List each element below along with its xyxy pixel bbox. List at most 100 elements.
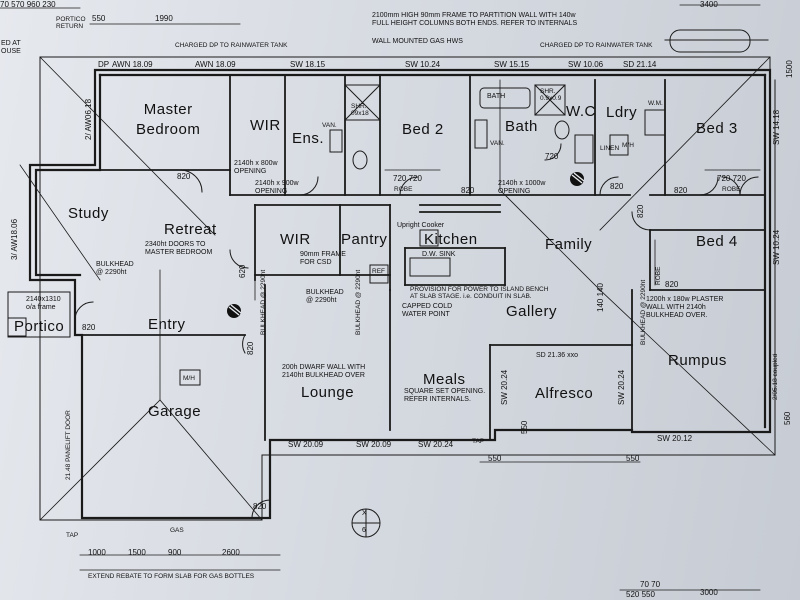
note-square-set: SQUARE SET OPENING. REFER INTERNALS. [404,388,486,403]
dim-720-bed3-robe: 720 720 [717,174,746,183]
section-x-label: X [362,510,367,517]
room-family: Family [545,236,593,253]
room-laundry: Ldry [606,104,638,121]
window-sw-1515: SW 15.15 [494,60,530,69]
dim-820-laundry: 820 [610,182,624,191]
window-sw-1418: SW 14.18 [772,109,781,145]
robes [384,169,761,286]
note-opening-1000: 2140h x 1000w OPENING [498,180,546,195]
label-vanity-2: VAN. [490,140,505,147]
dim-820-master: 820 [177,172,191,181]
dim-bottom-520: 520 550 [626,590,655,599]
dim-top-370: 70 570 960 230 [0,0,56,9]
note-dwarf-wall: 200h DWARF WALL WITH 2140ht BULKHEAD OVE… [282,364,366,379]
room-kitchen: Kitchen [424,231,478,248]
dim-bottom-1500: 1500 [128,548,146,557]
dim-top-1990: 1990 [155,14,173,23]
room-pantry: Pantry [341,231,388,248]
note-panelift: 21.48 PANELIFT DOOR [65,410,72,480]
dim-820-garage: 820 [253,502,267,511]
dim-620-retreat: 620 [238,264,247,278]
label-bath-tub: BATH [487,93,506,100]
note-bulkhead-v2: BULKHEAD @ 2290ht [355,269,362,335]
dim-bottom-550-c: 550 [520,420,529,434]
dim-720-bed2-robe: 720 720 [393,174,422,183]
dim-820-family: 820 [636,204,645,218]
window-aw-1806: 3/ AW18.06 [10,218,19,260]
window-awn-1809-a: AWN 18.09 [112,60,153,69]
room-meals: Meals [423,371,466,388]
roof-hip-lines [19,56,776,521]
window-sw-2024-a: SW 20.24 [418,440,454,449]
window-sw-1006: SW 10.06 [568,60,604,69]
label-mh-2: M/H [183,375,195,382]
room-lounge: Lounge [301,384,355,401]
window-sw-2024-b: SW 20.24 [500,369,509,405]
room-wir-2: WIR [280,231,311,248]
room-master-bedroom: Master Bedroom [136,101,201,138]
label-wm: W.M. [648,100,663,107]
window-sw-2009-a: SW 20.09 [288,440,324,449]
window-sw-2009-b: SW 20.09 [356,440,392,449]
room-retreat: Retreat [164,221,217,238]
room-bed-3: Bed 3 [696,120,738,137]
dim-right-1500: 1500 [785,60,794,78]
dim-bottom-1000: 1000 [88,548,106,557]
note-bulkhead-v1: BULKHEAD @ 2290ht [260,269,267,335]
note-upright-cooker: Upright Cooker [397,222,445,229]
dim-820-bed4: 820 [665,280,679,289]
label-gas: GAS [170,527,184,534]
label-vanity-1: VAN. [322,122,337,129]
dim-top-3400: 3400 [700,0,718,9]
note-rumpus-bulkhead: BULKHEAD @ 2290ht [640,279,647,345]
internal-walls [74,74,766,441]
label-ref: REF [372,268,385,275]
room-rumpus: Rumpus [668,352,727,369]
label-linen: LINEN [600,145,620,152]
label-robe-1: ROBE [394,186,413,193]
dim-bottom-3000: 3000 [700,588,718,597]
note-dw-sink: D.W. SINK [422,251,456,258]
dim-820-bed2: 820 [461,186,475,195]
note-retreat-doors: 2340ht DOORS TO MASTER BEDROOM [145,241,213,256]
window-sd-2114: SD 21.14 [623,60,657,69]
window-sw-2024-c: SW 20.24 [617,369,626,405]
note-portico-frame: 2140x1310 o/a frame [26,296,61,311]
label-shower-1: SHR. 09x18 [351,103,369,117]
label-portico-return: PORTICO RETURN [56,16,86,30]
room-wc: W.C [566,103,596,120]
dim-820-portico: 820 [82,323,96,332]
note-charged-dp-2: CHARGED DP TO RAINWATER TANK [540,42,653,49]
dim-560-right: 560 [783,411,792,425]
note-study-bulkhead: BULKHEAD @ 2290ht [96,261,134,276]
room-bed-2: Bed 2 [402,121,444,138]
dim-bottom-550-b: 550 [626,454,640,463]
dim-bottom-550-a: 550 [488,454,502,463]
window-sw-2012: SW 20.12 [657,434,693,443]
room-ensuite: Ens. [292,130,325,147]
dim-720-bath: 720 [545,152,559,161]
fixtures [179,29,751,386]
dim-top-550: 550 [92,14,106,23]
note-csd-frame: 90mm FRAME FOR CSD [300,251,346,266]
window-aw-0618: 2/ AW06.18 [84,98,93,140]
label-tap-1: TAP [66,532,79,539]
label-tap-2: TAP [472,438,485,445]
section-marker [351,508,381,538]
room-alfresco: Alfresco [535,385,594,402]
room-study: Study [68,205,109,222]
note-island-power: PROVISION FOR POWER TO ISLAND BENCH AT S… [410,286,549,300]
note-entry-bulkhead: BULKHEAD @ 2290ht [306,289,344,304]
window-dp-awn: DP [98,60,110,69]
room-bed-4: Bed 4 [696,233,738,250]
dim-820-bed3: 820 [674,186,688,195]
dimension-lines [0,4,761,591]
room-portico: Portico [14,318,65,335]
note-sd-2136: SD 21.36 xxo [536,352,579,359]
note-partition-frame: 2100mm HIGH 90mm FRAME TO PARTITION WALL… [372,12,578,27]
window-sw-1024-b: SW 10.24 [772,229,781,265]
note-extend-rebate: EXTEND REBATE TO FORM SLAB FOR GAS BOTTL… [88,573,255,580]
dim-140-gallery: 140 140 [596,283,605,312]
